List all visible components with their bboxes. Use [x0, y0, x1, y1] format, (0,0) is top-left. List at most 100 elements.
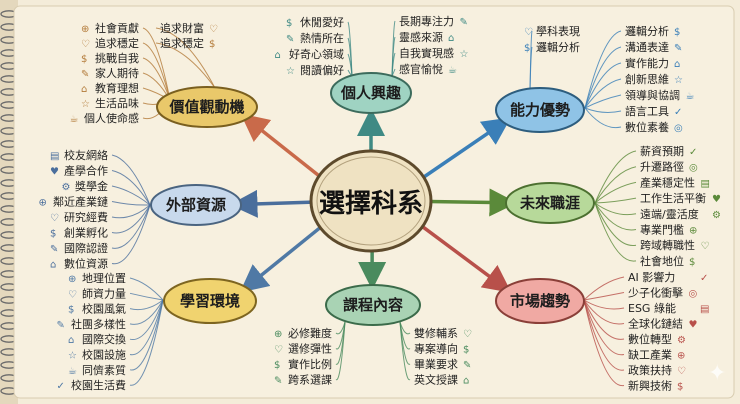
leaf-label: 專業門檻	[640, 223, 684, 237]
leaf-item: ☆ 創新思維	[625, 72, 683, 86]
leaf-label: 自我實現感	[399, 46, 454, 60]
leaf-label: 跨域轉職性	[640, 238, 695, 252]
leaf-icon: ⌂	[68, 335, 74, 346]
leaf-label: 地理位置	[82, 271, 126, 285]
leaf-label: 產學合作	[64, 164, 108, 178]
leaf-item: $實作比例	[274, 357, 332, 371]
sparkle-icon: ✦	[708, 361, 726, 386]
leaf-line	[594, 202, 637, 262]
leaf-label: 長期專注力	[399, 14, 454, 28]
leaf-line	[594, 150, 637, 204]
leaf-item: $休閒愛好	[286, 15, 344, 29]
leaf-item: ⌂實作能力	[625, 56, 680, 70]
node-label-course: 課程內容	[343, 296, 403, 314]
leaf-line	[129, 299, 164, 371]
leaf-line	[111, 170, 151, 206]
leaf-label: 創新思維	[625, 72, 669, 86]
leaf-line	[142, 27, 171, 101]
node-label-interest: 個人興趣	[340, 84, 402, 102]
leaf-label: 熱情所在	[300, 32, 344, 45]
leaf-label: 國際交換	[82, 332, 126, 346]
leaf-icon: ⌂	[275, 50, 281, 61]
leaf-item: ✎長期專注力	[399, 14, 468, 28]
leaf-icon: ☕	[448, 65, 457, 76]
leaf-icon: ⊕	[68, 274, 76, 285]
leaf-item: ⊕ 必修難度	[274, 326, 332, 340]
leaf-icon: ⊕	[274, 329, 282, 340]
leaf-item: ⌂好奇心領域	[275, 47, 345, 61]
leaf-item: ⌂英文授課	[414, 373, 469, 387]
leaf-label: 缺工產業	[628, 348, 672, 362]
leaf-item: ✎跨系選課	[274, 373, 332, 387]
leaf-line	[111, 204, 151, 219]
leaf-icon: ♡	[68, 289, 77, 300]
leaf-icon: ⊕	[677, 351, 685, 362]
leaf-item: ⊕ 地理位置	[68, 271, 126, 285]
leaf-icon: ♥	[712, 194, 721, 205]
center-label: 選擇科系	[319, 189, 423, 219]
leaf-label: 全球化鏈結	[628, 317, 683, 331]
leaf-icon: $	[677, 382, 683, 393]
leaf-item: ☕同儕素質	[68, 363, 126, 377]
leaf-label: 必修難度	[288, 326, 332, 340]
leaf-item: ☆ 自我實現感	[399, 46, 469, 60]
leaf-line	[111, 185, 151, 206]
leaf-label: 國際認證	[64, 241, 108, 255]
arrow-market	[419, 224, 512, 293]
leaf-label: 邏輯分析	[625, 24, 669, 38]
leaf-line	[584, 30, 622, 109]
leaf-line	[391, 52, 396, 77]
leaf-label: 數位素養	[625, 120, 669, 134]
leaf-icon: ☆	[460, 49, 469, 60]
leaf-item: ♡研究經費	[50, 210, 108, 224]
node-label-values: 價值觀動機	[168, 98, 244, 116]
leaf-line	[583, 299, 625, 340]
leaf-label: 英文授課	[414, 373, 458, 387]
leaf-item: $追求穩定	[160, 36, 215, 50]
leaf-label: 家人期待	[95, 66, 139, 80]
center-node: 選擇科系	[309, 149, 433, 253]
leaf-icon: ✎	[286, 34, 294, 45]
leaf-icon: ♡	[524, 27, 533, 38]
leaf-line	[594, 166, 637, 204]
leaf-icon: ☕	[686, 91, 695, 102]
leaf-icon: ♡	[209, 24, 218, 35]
leaf-icon: $	[524, 43, 530, 54]
leaf-line	[584, 62, 622, 109]
leaf-label: AI 影響力	[628, 270, 675, 284]
leaf-item: ☕ 領導與協調	[625, 88, 695, 102]
leaf-item: ⚙遠端/靈活度	[640, 207, 721, 221]
leaf-line	[111, 204, 151, 249]
leaf-item: ✓語言工具	[625, 104, 682, 118]
leaf-label: 雙修輔系	[414, 326, 458, 340]
leaf-icon: ☆	[674, 75, 683, 86]
leaf-item: ♡追求穩定	[81, 36, 139, 50]
leaf-line	[111, 204, 151, 265]
leaf-connectors	[111, 20, 637, 387]
leaf-icon: ✓	[57, 381, 65, 392]
leaf-line	[583, 299, 625, 310]
leaf-line	[594, 202, 637, 246]
arrow-values	[240, 113, 322, 179]
node-label-ability: 能力優勢	[510, 101, 570, 119]
leaf-item: ⊕社會貢獻	[81, 21, 139, 35]
leaf-line	[583, 299, 625, 325]
leaf-label: 遠端/靈活度	[640, 207, 699, 221]
leaf-item: $校園風氣	[68, 302, 126, 316]
leaf-label: 閱讀偏好	[300, 63, 344, 77]
node-market: 市場趨勢	[495, 278, 585, 324]
node-label-external: 外部資源	[165, 196, 226, 214]
leaf-label: 薪資預期	[640, 145, 684, 158]
leaf-item: ♡跨域轉職性	[640, 238, 710, 252]
leaf-item: ☆校園設施	[68, 348, 126, 362]
leaf-label: 領導與協調	[625, 88, 680, 102]
leaf-icon: ✎	[463, 360, 471, 371]
leaf-label: 選修彈性	[288, 342, 332, 356]
leaf-icon: ✎	[50, 244, 58, 255]
leaf-line	[129, 299, 164, 340]
leaf-icon: $	[81, 54, 87, 65]
leaf-label: 校友網絡	[64, 148, 108, 162]
leaf-item: ◎少子化衝擊	[628, 286, 697, 300]
leaf-label: 工作生活平衡	[640, 191, 706, 205]
leaf-line	[129, 299, 164, 386]
